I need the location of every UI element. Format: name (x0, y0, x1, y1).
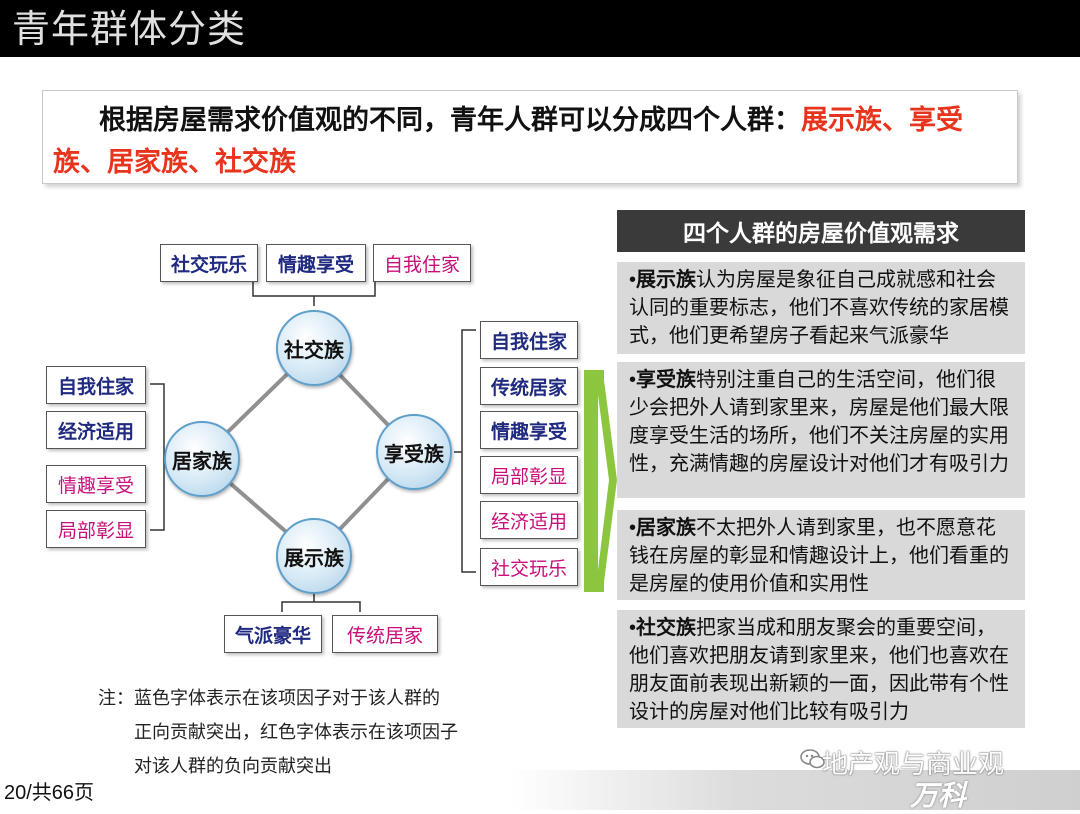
panel-item-enjoy: •享受族特别注重自己的生活空间，他们很少会把外人请到家里来，房屋是他们最大限度享… (617, 362, 1025, 498)
right-factor-3: 情趣享受 (480, 411, 578, 449)
panel-item-text: 特别注重自己的生活空间，他们很少会把外人请到家里来，房屋是他们最大限度享受生活的… (629, 369, 1009, 475)
title-bar (0, 0, 1080, 57)
panel-item-show: •展示族认为房屋是象征自己成就感和社会认同的重要标志，他们不喜欢传统的家居模式，… (617, 262, 1025, 354)
right-factor-5: 经济适用 (480, 501, 578, 539)
brand-logo: 万科 (910, 780, 967, 811)
node-enjoy: 享受族 (376, 414, 452, 490)
bottom-factor-2: 传统居家 (332, 615, 438, 653)
intro-box: 根据房屋需求价值观的不同，青年人群可以分成四个人群：展示族、享受族、居家族、社交… (42, 90, 1018, 184)
note-line-3: 对该人群的负向贡献突出 (134, 756, 332, 777)
slide-title: 青年群体分类 (12, 7, 247, 51)
intro-prefix: 根据房屋需求价值观的不同，青年人群可以分成四个人群： (99, 105, 801, 135)
top-factor-3: 自我住家 (373, 244, 471, 282)
note-line-1: 注：蓝色字体表示在该项因子对于该人群的 (98, 688, 440, 709)
node-social: 社交族 (276, 310, 352, 386)
node-home: 居家族 (164, 421, 240, 497)
right-factor-4: 局部彰显 (480, 456, 578, 494)
left-factor-3: 情趣享受 (46, 465, 146, 503)
node-show: 展示族 (276, 518, 352, 594)
right-factor-1: 自我住家 (480, 321, 578, 359)
watermark-text: 地产观与商业观 (822, 749, 1005, 779)
panel-item-text: 认为房屋是象征自己成就感和社会认同的重要标志，他们不喜欢传统的家居模式，他们更希… (629, 269, 1009, 347)
panel-item-text: 把家当成和朋友聚会的重要空间，他们喜欢把朋友请到家里来，他们也喜欢在朋友面前表现… (629, 617, 1009, 723)
panel-heading: 四个人群的房屋价值观需求 (617, 210, 1025, 252)
panel-item-name: 社交族 (636, 617, 697, 639)
bottom-factor-1: 气派豪华 (224, 615, 322, 653)
legend-note: 注：蓝色字体表示在该项因子对于该人群的 正向贡献突出，红色字体表示在该项因子 对… (98, 682, 528, 784)
panel-item-home: •居家族不太把外人请到家里，也不愿意花钱在房屋的彰显和情趣设计上，他们看重的是房… (617, 510, 1025, 600)
panel-item-social: •社交族把家当成和朋友聚会的重要空间，他们喜欢把朋友请到家里来，他们也喜欢在朋友… (617, 610, 1025, 728)
footer-band (510, 770, 1080, 810)
top-factor-2: 情趣享受 (266, 244, 366, 282)
panel-item-name: 展示族 (636, 269, 697, 291)
left-factor-4: 局部彰显 (46, 510, 146, 548)
intro-text: 根据房屋需求价值观的不同，青年人群可以分成四个人群：展示族、享受族、居家族、社交… (53, 99, 1013, 183)
wechat-icon (800, 749, 825, 769)
intro-highlight: 展示族、享受族、居家族、社交族 (53, 105, 963, 177)
panel-item-name: 居家族 (636, 517, 697, 539)
note-line-2: 正向贡献突出，红色字体表示在该项因子 (134, 722, 458, 743)
right-factor-6: 社交玩乐 (480, 548, 578, 586)
panel-item-text: 不太把外人请到家里，也不愿意花钱在房屋的彰显和情趣设计上，他们看重的是房屋的使用… (629, 517, 1009, 595)
right-factor-2: 传统居家 (480, 367, 578, 405)
top-factor-1: 社交玩乐 (160, 244, 258, 282)
left-factor-1: 自我住家 (46, 366, 146, 404)
page-number: 20/共66页 (4, 782, 95, 804)
left-factor-2: 经济适用 (46, 411, 146, 449)
panel-item-name: 享受族 (636, 369, 697, 391)
